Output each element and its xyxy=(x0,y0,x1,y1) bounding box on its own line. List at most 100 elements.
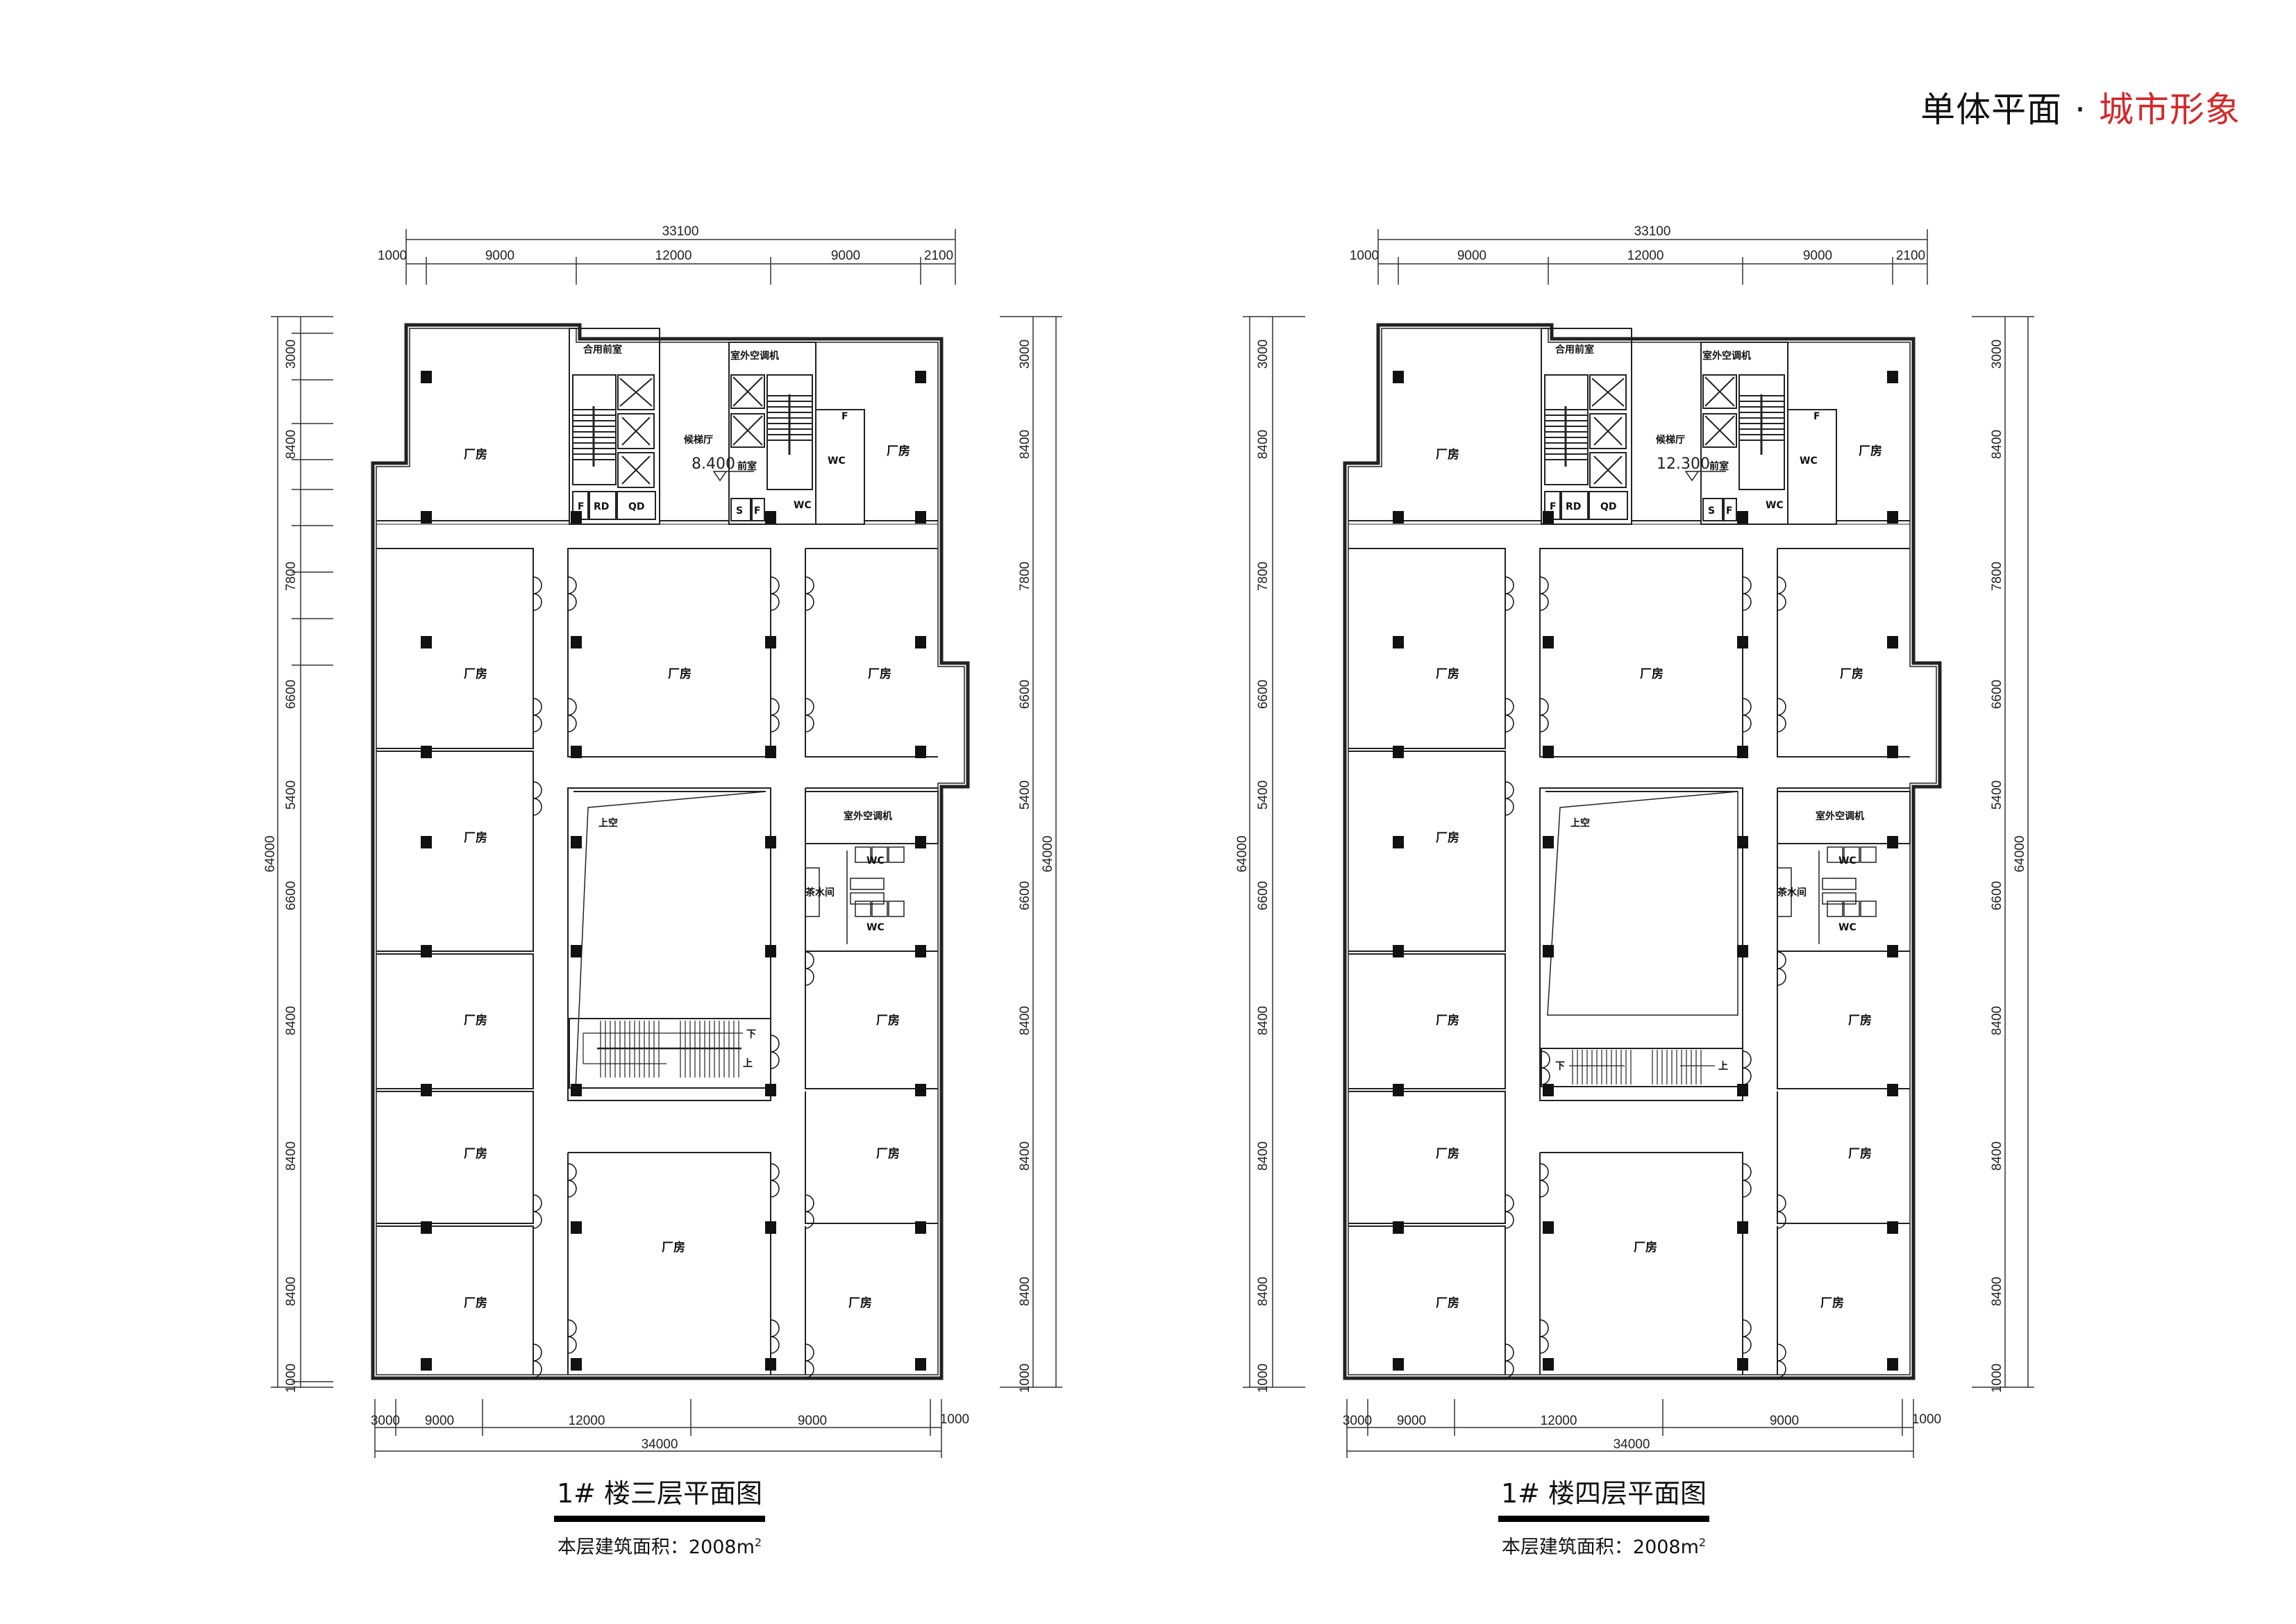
side-dim-5: 5400 xyxy=(1990,780,2004,810)
core-top xyxy=(1348,328,1910,525)
side-dim-2: 8400 xyxy=(284,430,299,459)
partition-walls xyxy=(1348,548,1910,1375)
room-label-factory: 厂房 xyxy=(868,667,891,681)
side-dim-10: 1000 xyxy=(1018,1364,1032,1393)
room-label-anteroom: 前室 xyxy=(737,460,757,472)
room-label-factory: 厂房 xyxy=(464,447,487,462)
room-label-qd: QD xyxy=(628,501,645,512)
right-dimension-labels: 3000 8400 7800 6600 5400 6600 8400 8400 … xyxy=(1018,340,1055,1393)
void-outline xyxy=(1547,791,1738,1016)
room-label-elevator-hall: 候梯厅 xyxy=(684,434,713,446)
side-dim-total: 64000 xyxy=(1235,836,1250,873)
side-dim-1: 3000 xyxy=(1990,340,2004,369)
bottom-dim-1: 3000 xyxy=(371,1414,400,1428)
bottom-dim-3: 12000 xyxy=(569,1414,605,1428)
side-dim-8: 8400 xyxy=(1990,1141,2004,1171)
room-label-s: S xyxy=(736,505,743,517)
side-dim-total: 64000 xyxy=(2013,836,2027,873)
bottom-dim-4: 9000 xyxy=(1770,1414,1799,1428)
partition-walls xyxy=(376,548,938,1375)
side-dim-8: 8400 xyxy=(1018,1141,1032,1171)
right-dimension-labels: 3000 8400 7800 6600 5400 6600 8400 8400 … xyxy=(1990,340,2027,1393)
side-dim-8: 8400 xyxy=(284,1141,299,1171)
top-dimension-chain xyxy=(405,229,956,285)
room-label-tea-room: 茶水间 xyxy=(1777,887,1807,898)
top-total-dim: 33100 xyxy=(1634,224,1671,239)
room-label-f: F xyxy=(754,505,761,517)
factory-labels: 厂房 厂房 厂房 厂房 厂房 厂房 厂房 厂房 厂房 厂房 厂房 厂房 厂房 xyxy=(1436,444,1882,1310)
floor-area-label: 本层建筑面积：2008m xyxy=(1501,1537,1699,1558)
room-label-f: F xyxy=(1550,501,1557,512)
side-dim-10: 1000 xyxy=(1990,1364,2004,1393)
side-dim-2: 8400 xyxy=(1990,430,2004,459)
top-dim-5: 2100 xyxy=(924,249,953,263)
room-label-f: F xyxy=(1813,411,1820,422)
room-label-factory: 厂房 xyxy=(1436,1296,1459,1310)
room-label-outdoor-ac: 室外空调机 xyxy=(730,350,779,362)
side-dim-5: 5400 xyxy=(1256,780,1271,810)
room-label-qd: QD xyxy=(1600,501,1617,512)
room-label-wc: WC xyxy=(828,455,846,467)
top-dimension-chain xyxy=(1377,229,1928,285)
factory-labels: 厂房 厂房 厂房 厂房 厂房 厂房 厂房 厂房 厂房 厂房 厂房 厂房 厂房 xyxy=(464,444,910,1310)
side-dim-4: 6600 xyxy=(1990,680,2004,709)
room-label-factory: 厂房 xyxy=(887,444,910,458)
side-dim-6: 6600 xyxy=(284,881,299,910)
room-label-f: F xyxy=(841,411,848,422)
room-label-factory: 厂房 xyxy=(1840,667,1863,681)
core-top xyxy=(376,328,938,525)
floor-plan-3: 33100 1000 9000 12000 9000 2100 xyxy=(263,224,1062,1458)
page-title-project: 城市形象 xyxy=(2099,90,2240,130)
side-dim-3: 7800 xyxy=(1990,562,2004,591)
side-dim-3: 7800 xyxy=(1256,562,1271,591)
elevation-value: 12.300 xyxy=(1657,455,1710,473)
bottom-dim-4: 9000 xyxy=(798,1414,827,1428)
side-dim-6: 6600 xyxy=(1018,881,1032,910)
room-label-factory: 厂房 xyxy=(1640,667,1664,681)
left-dimension-chain xyxy=(1243,316,1305,1388)
floor-area-label: 本层建筑面积：2008m xyxy=(557,1537,755,1558)
plan-title: 1# 楼四层平面图 xyxy=(1498,1472,1710,1522)
room-label-factory: 厂房 xyxy=(876,1146,900,1161)
building-outline xyxy=(1343,323,1942,1380)
room-label-factory: 厂房 xyxy=(464,667,487,681)
wc-block xyxy=(1777,791,1911,944)
room-label-outdoor-ac: 室外空调机 xyxy=(844,810,892,822)
side-dim-3: 7800 xyxy=(1018,562,1032,591)
side-dim-7: 8400 xyxy=(1990,1006,2004,1035)
room-label-factory: 厂房 xyxy=(1436,830,1459,845)
room-label-elevator-hall: 候梯厅 xyxy=(1656,434,1685,446)
top-dim-3: 12000 xyxy=(1627,249,1664,263)
stair-up-label: 上 xyxy=(743,1058,753,1069)
top-total-dim: 33100 xyxy=(662,224,699,239)
title-separator: · xyxy=(2075,90,2086,130)
room-label-factory: 厂房 xyxy=(464,1013,487,1028)
side-dim-7: 8400 xyxy=(1256,1006,1271,1035)
side-dim-4: 6600 xyxy=(284,680,299,709)
room-label-void: 上空 xyxy=(1570,817,1590,829)
side-dim-1: 3000 xyxy=(284,340,299,369)
room-label-wc: WC xyxy=(866,922,885,933)
room-label-factory: 厂房 xyxy=(662,1240,685,1255)
side-dim-5: 5400 xyxy=(284,780,299,810)
room-label-rd: RD xyxy=(594,501,609,512)
top-dim-3: 12000 xyxy=(655,249,692,263)
side-dim-2: 8400 xyxy=(1256,430,1271,459)
room-label-factory: 厂房 xyxy=(668,667,692,681)
bottom-dim-5: 1000 xyxy=(940,1412,969,1427)
room-label-factory: 厂房 xyxy=(1848,1013,1872,1028)
floor-area: 本层建筑面积：2008m2 xyxy=(514,1532,805,1559)
bottom-dimension-chain xyxy=(374,1399,942,1458)
room-label-shared-lobby: 合用前室 xyxy=(583,344,622,355)
room-label-s: S xyxy=(1708,505,1715,517)
bottom-dim-2: 9000 xyxy=(425,1414,454,1428)
bottom-total-dim: 34000 xyxy=(642,1437,678,1452)
bottom-dim-2: 9000 xyxy=(1397,1414,1426,1428)
top-dim-5: 2100 xyxy=(1896,249,1925,263)
side-dim-7: 8400 xyxy=(1018,1006,1032,1035)
bottom-dim-3: 12000 xyxy=(1541,1414,1577,1428)
room-label-wc: WC xyxy=(1838,922,1857,933)
doors xyxy=(1505,576,1786,1378)
room-label-factory: 厂房 xyxy=(1634,1240,1657,1255)
